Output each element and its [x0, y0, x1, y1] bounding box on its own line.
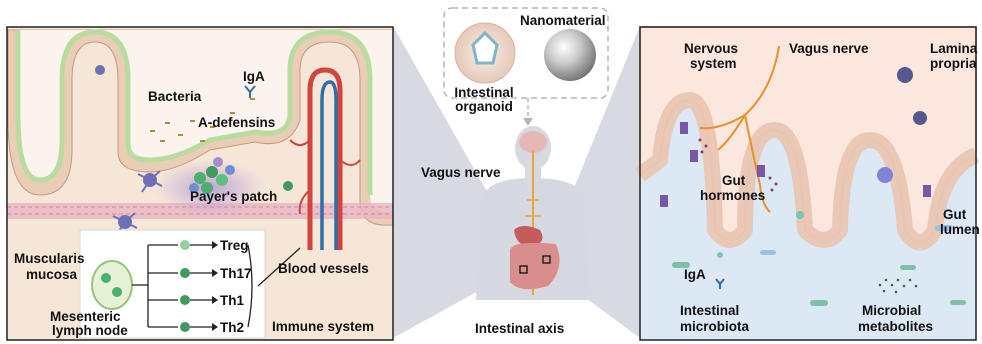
- label-mucosa: mucosa: [26, 268, 77, 282]
- label-th2: Th2: [220, 321, 244, 335]
- label-blood-vessels: Blood vessels: [278, 262, 369, 276]
- label-gut-lumen-1: Gut: [943, 208, 966, 222]
- label-immune-system: Immune system: [272, 320, 374, 334]
- lymph-node: [92, 261, 132, 309]
- label-hormones: hormones: [700, 189, 765, 203]
- label-treg: Treg: [220, 239, 249, 253]
- label-organoid-1: Intestinal: [448, 86, 520, 100]
- nanomaterial-sphere: [544, 29, 596, 81]
- label-payers-patch: Payer's patch: [190, 190, 277, 204]
- label-iga-right: IgA: [684, 268, 706, 282]
- label-gut-lumen-2: lumen: [940, 223, 980, 237]
- label-intestinal: Intestinal: [680, 304, 739, 318]
- right-panel: [640, 27, 976, 340]
- label-vagus-nerve-right: Vagus nerve: [789, 42, 869, 56]
- label-propria: propria: [930, 57, 977, 71]
- label-a-defensins: A-defensins: [198, 116, 275, 130]
- label-system: system: [690, 57, 737, 71]
- label-mesenteric: Mesenteric: [50, 310, 121, 324]
- label-lymph-node: lymph node: [52, 324, 128, 338]
- brain: [519, 131, 547, 153]
- label-iga: IgA: [243, 70, 265, 84]
- label-nanomaterial: Nanomaterial: [520, 14, 606, 28]
- label-microbial: Microbial: [862, 304, 921, 318]
- label-lamina: Lamina: [930, 42, 977, 56]
- label-intestinal-axis: Intestinal axis: [475, 322, 564, 336]
- label-gut: Gut: [722, 174, 745, 188]
- label-th17: Th17: [220, 267, 252, 281]
- label-th1: Th1: [220, 294, 244, 308]
- t-cell: [283, 181, 293, 191]
- label-muscularis: Muscularis: [14, 252, 85, 266]
- label-nervous: Nervous: [684, 42, 738, 56]
- left-panel: [7, 27, 393, 340]
- label-microbiota: microbiota: [680, 320, 749, 334]
- label-organoid-2: organoid: [448, 100, 520, 114]
- label-metabolites: metabolites: [858, 320, 933, 334]
- label-vagus-nerve-center: Vagus nerve: [421, 166, 501, 180]
- label-bacteria: Bacteria: [148, 90, 201, 104]
